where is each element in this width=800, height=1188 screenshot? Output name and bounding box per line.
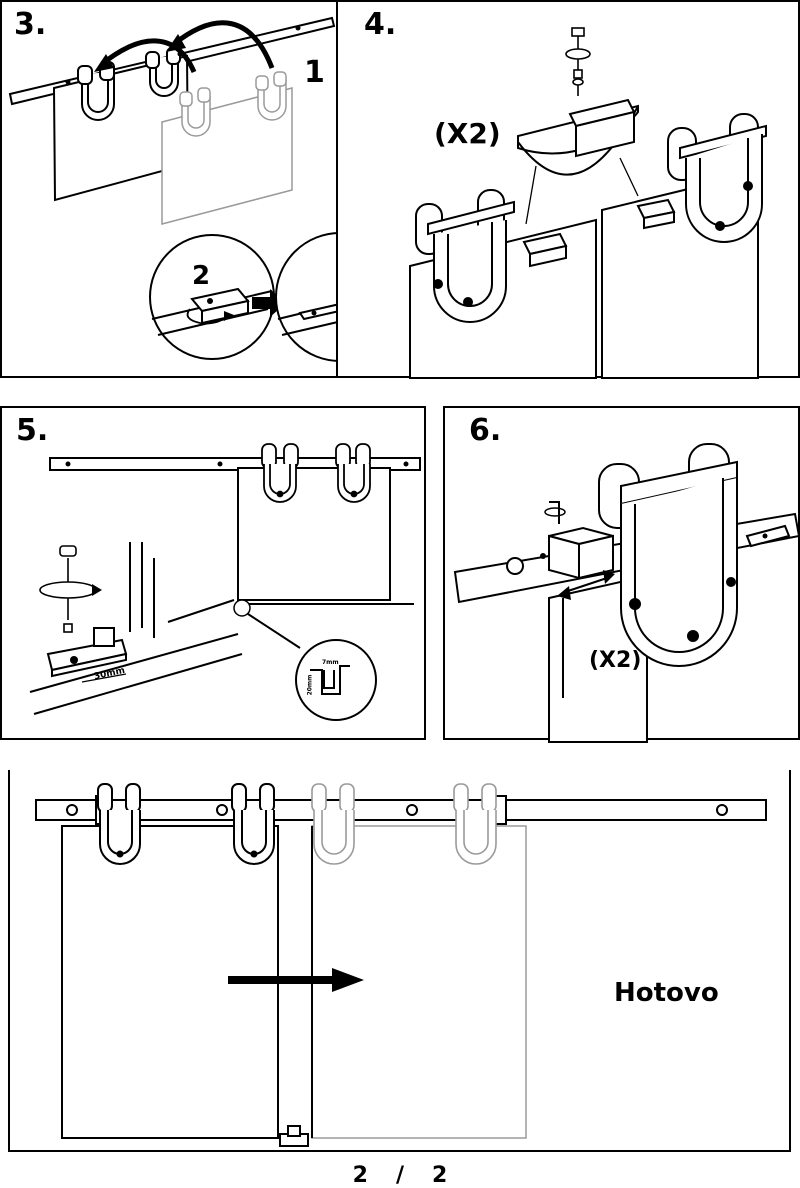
step-3-panel: 3. 1 — [0, 0, 338, 237]
step-6-illustration — [453, 443, 800, 743]
page-separator: / — [395, 1163, 405, 1188]
hanger-2 — [335, 443, 371, 503]
allen-key-icon — [549, 501, 560, 524]
step-6-panel: 6. (X2) — [443, 406, 800, 743]
page-number: 2 / 2 — [0, 1163, 800, 1188]
step-3-detail-label: 2 — [192, 261, 211, 291]
screw-exploded — [39, 545, 97, 633]
step-5-number: 5. — [16, 413, 49, 448]
step-6-number: 6. — [469, 413, 502, 448]
hanger-1 — [261, 443, 299, 503]
step-5-illustration — [29, 443, 421, 721]
final-label: Hotovo — [614, 978, 719, 1008]
step-5-panel: 5. 30mm 20mm 7mm — [0, 406, 426, 740]
right-arrow-icon — [228, 968, 364, 992]
rotate-arrow-icon — [92, 584, 102, 596]
step-3-number: 3. — [14, 7, 47, 42]
hanger-ghost-1 — [179, 87, 211, 137]
arrow-head-icon — [94, 54, 114, 72]
stop-block — [745, 524, 791, 548]
final-panel: Hotovo — [8, 770, 791, 1152]
dimension-7mm: 7mm — [322, 659, 339, 666]
hanger-ghost-2 — [255, 71, 287, 121]
dimension-20mm: 20mm — [306, 674, 314, 696]
final-illustration — [35, 783, 767, 1147]
step-4-panel: 4. (X2) — [336, 0, 800, 379]
magnifier-small — [233, 599, 251, 617]
step-4-number: 4. — [364, 7, 397, 42]
rail — [35, 799, 767, 821]
guide-screw — [207, 298, 213, 304]
curved-arrow-icon — [172, 20, 275, 69]
hanger-ghost-2 — [453, 783, 497, 865]
hanger-ghost-1 — [311, 783, 355, 865]
step-3-sub-label: 1 — [304, 55, 325, 90]
curved-arrow-icon — [100, 38, 197, 74]
hanger-2 — [145, 47, 181, 97]
rail-screw — [295, 25, 301, 31]
screw-exploded — [565, 27, 591, 96]
rail-screw — [65, 79, 71, 85]
detail-circle — [295, 639, 377, 721]
step-4-illustration — [409, 27, 767, 379]
page-total: 2 — [432, 1163, 448, 1188]
arrow-head-icon — [166, 34, 186, 52]
hanger-left — [415, 189, 515, 323]
step-4-multiplier: (X2) — [434, 117, 501, 150]
step-6-multiplier: (X2) — [589, 648, 642, 673]
hanger — [598, 443, 738, 667]
page-current: 2 — [352, 1163, 368, 1188]
hanger-1 — [97, 783, 141, 865]
hanger-2 — [231, 783, 275, 865]
step-3-illustration — [8, 16, 336, 225]
hanger-right — [667, 113, 767, 243]
rotate-arrow-icon — [186, 308, 227, 325]
